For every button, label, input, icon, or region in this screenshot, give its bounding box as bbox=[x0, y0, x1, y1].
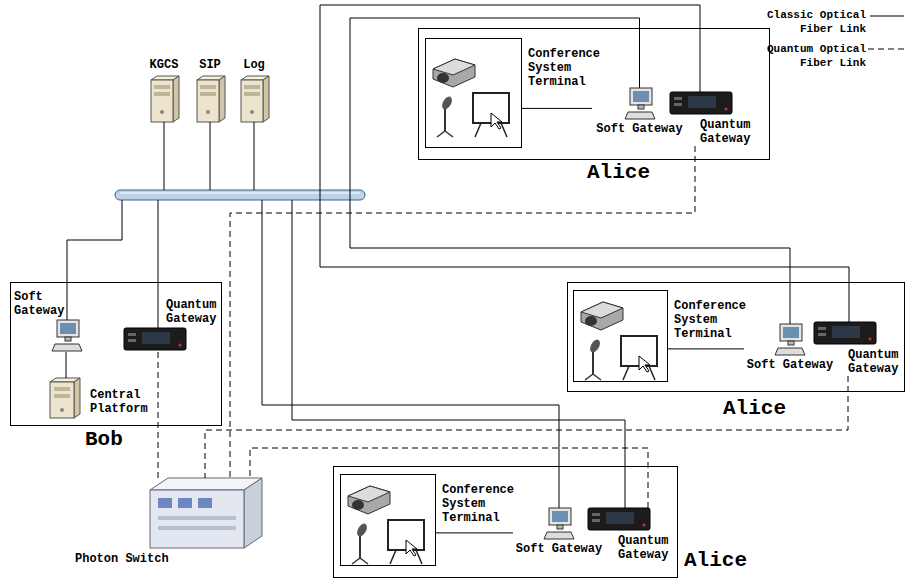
server-label: SIP bbox=[192, 58, 228, 72]
legend-label: Quantum Optical Fiber Link bbox=[762, 42, 866, 70]
gateway-label: Soft Gateway bbox=[744, 358, 836, 372]
gateway-label: Soft Gateway bbox=[14, 290, 66, 318]
soft-gateway: Soft Gateway bbox=[513, 508, 605, 556]
central-platform: Central Platform bbox=[48, 378, 158, 416]
soft-gateway: Soft Gateway bbox=[744, 324, 836, 372]
site-label: Alice bbox=[684, 549, 747, 573]
conference-terminal: Conference System Terminal bbox=[425, 38, 522, 148]
gateway-label: Soft Gateway bbox=[513, 542, 605, 556]
soft-gateway: Soft Gateway bbox=[592, 88, 687, 136]
terminal-label: Conference System Terminal bbox=[528, 47, 608, 89]
network-bus bbox=[115, 190, 365, 200]
computer-icon bbox=[52, 88, 805, 539]
server-label: Log bbox=[236, 58, 272, 72]
gateway-label: Soft Gateway bbox=[592, 122, 687, 136]
legend-label: Classic Optical Fiber Link bbox=[762, 8, 866, 36]
soft-gateway: Soft Gateway bbox=[14, 290, 86, 352]
site-box: AliceConference System TerminalSoft Gate… bbox=[418, 28, 770, 160]
server: SIP bbox=[192, 58, 228, 122]
legend-item: Quantum Optical Fiber Link bbox=[762, 42, 866, 70]
switch-label: Photon Switch bbox=[75, 552, 169, 566]
gateway-label: Quantum Gateway bbox=[700, 118, 758, 146]
conference-terminal: Conference System Terminal bbox=[573, 290, 668, 382]
site-box: AliceConference System TerminalSoft Gate… bbox=[567, 282, 905, 392]
site-label: Bob bbox=[85, 428, 123, 452]
site-label: Alice bbox=[587, 161, 650, 185]
conference-terminal: Conference System Terminal bbox=[340, 474, 436, 566]
quantum-gateway: Quantum Gateway bbox=[120, 298, 221, 352]
classic-fiber-wire bbox=[67, 122, 625, 508]
server-label: KGCS bbox=[142, 58, 186, 72]
site-box: AliceConference System TerminalSoft Gate… bbox=[333, 466, 678, 578]
server-icon bbox=[50, 76, 269, 418]
quantum-gateway: Quantum Gateway bbox=[812, 322, 904, 376]
quantum-fiber-link bbox=[158, 352, 159, 478]
classic-fiber-link bbox=[522, 108, 592, 109]
quantum-gateway: Quantum Gateway bbox=[668, 92, 758, 146]
classic-fiber-link bbox=[350, 18, 790, 324]
quantum-fiber-link bbox=[230, 146, 695, 478]
legend-solid-sample bbox=[870, 16, 904, 17]
gateway-label: Quantum Gateway bbox=[848, 348, 904, 376]
terminal-label: Conference System Terminal bbox=[442, 483, 522, 525]
legend-dashed-sample bbox=[868, 49, 904, 50]
photon-switch-device bbox=[150, 478, 262, 548]
platform-label: Central Platform bbox=[90, 388, 152, 416]
quantum-gateway: Quantum Gateway bbox=[586, 508, 674, 562]
classic-fiber-link bbox=[668, 348, 744, 349]
photon-switch: Photon Switch bbox=[150, 478, 262, 552]
classic-fiber-link bbox=[436, 532, 513, 533]
site-label: Alice bbox=[723, 397, 786, 421]
legend-item: Classic Optical Fiber Link bbox=[762, 8, 866, 36]
classic-fiber-link bbox=[66, 352, 67, 378]
gateway-label: Quantum Gateway bbox=[166, 298, 221, 326]
server: KGCS bbox=[142, 58, 186, 122]
quantum-device-icon bbox=[124, 92, 876, 530]
terminal-label: Conference System Terminal bbox=[674, 299, 754, 341]
site-box: BobSoft GatewayQuantum GatewayCentral Pl… bbox=[10, 282, 222, 426]
server: Log bbox=[236, 58, 272, 122]
gateway-label: Quantum Gateway bbox=[618, 534, 676, 562]
